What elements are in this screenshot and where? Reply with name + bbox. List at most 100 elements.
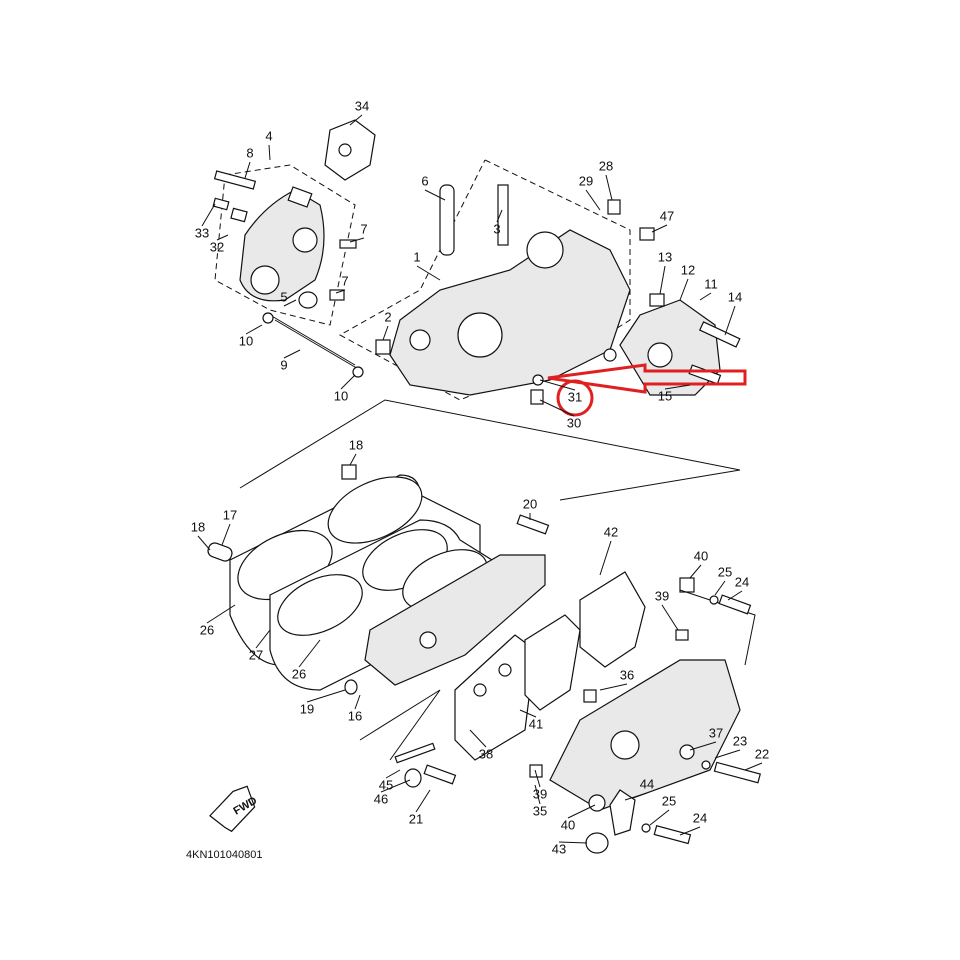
callout-leader-29 — [585, 189, 601, 211]
callout-leader-24 — [679, 826, 701, 836]
callout-leader-18 — [197, 535, 211, 551]
callout-leader-6 — [424, 189, 446, 201]
callout-leader-4 — [268, 144, 271, 161]
callout-26: 26 — [292, 666, 306, 681]
callout-6: 6 — [421, 173, 428, 188]
highlight-arrow — [547, 363, 747, 417]
callout-leader-31 — [539, 379, 576, 391]
callout-leader-15 — [664, 384, 691, 390]
callout-leader-3 — [496, 209, 503, 223]
callout-22: 22 — [755, 746, 769, 761]
callout-37: 37 — [709, 725, 723, 740]
callout-33: 33 — [195, 225, 209, 240]
callout-leaders — [197, 114, 763, 844]
callout-11: 11 — [704, 276, 718, 291]
callout-leader-13 — [659, 265, 666, 295]
right-crankcase-group — [338, 159, 655, 405]
callout-leader-32 — [216, 234, 229, 241]
callout-40: 40 — [694, 548, 708, 563]
callout-leader-34 — [349, 114, 363, 126]
callout-leader-26 — [206, 604, 236, 624]
callout-leader-38 — [469, 729, 487, 748]
callout-9: 9 — [280, 357, 287, 372]
callout-10: 10 — [239, 333, 253, 348]
callout-leader-46 — [380, 779, 411, 793]
callout-10: 10 — [334, 388, 348, 403]
callout-31: 31 — [568, 389, 582, 404]
callout-36: 36 — [620, 667, 634, 682]
callout-15: 15 — [658, 388, 672, 403]
callout-38: 38 — [479, 746, 493, 761]
callout-12: 12 — [681, 262, 695, 277]
callout-1: 1 — [413, 249, 420, 264]
callout-leader-21 — [415, 789, 431, 813]
callout-44: 44 — [640, 776, 654, 791]
callout-leader-26 — [298, 639, 321, 668]
callout-leader-37 — [689, 741, 717, 751]
callout-40: 40 — [561, 817, 575, 832]
callout-26: 26 — [200, 622, 214, 637]
callout-leader-47 — [651, 224, 668, 233]
callout-leader-40 — [567, 804, 596, 819]
callout-leader-18 — [349, 453, 357, 466]
callout-leader-42 — [599, 540, 612, 576]
callout-leader-30 — [539, 399, 575, 417]
callout-leader-14 — [724, 305, 736, 336]
callout-leader-28 — [605, 174, 613, 201]
callout-32: 32 — [210, 239, 224, 254]
callout-2: 2 — [384, 309, 391, 324]
callout-7: 7 — [341, 273, 348, 288]
callout-13: 13 — [658, 249, 672, 264]
callout-41: 41 — [529, 716, 543, 731]
callout-46: 46 — [374, 791, 388, 806]
callout-leader-7 — [335, 289, 346, 294]
callout-leader-41 — [519, 709, 537, 718]
callout-39: 39 — [533, 786, 547, 801]
callout-leader-9 — [283, 349, 301, 359]
callout-leader-39 — [534, 769, 541, 788]
callout-leader-7 — [349, 237, 365, 243]
callout-23: 23 — [733, 733, 747, 748]
callout-43: 43 — [552, 841, 566, 856]
callout-35: 35 — [533, 803, 547, 818]
callout-leader-43 — [558, 841, 588, 844]
callout-leader-19 — [306, 689, 346, 703]
callout-27: 27 — [249, 647, 263, 662]
callout-24: 24 — [693, 810, 707, 825]
callout-4: 4 — [265, 128, 272, 143]
callout-leader-39 — [661, 604, 679, 631]
callout-leader-2 — [382, 325, 389, 341]
callout-45: 45 — [379, 777, 393, 792]
callout-42: 42 — [604, 524, 618, 539]
callout-25: 25 — [718, 564, 732, 579]
callout-19: 19 — [300, 701, 314, 716]
callout-leader-5 — [283, 299, 297, 307]
callout-leader-17 — [221, 523, 231, 546]
callout-17: 17 — [223, 507, 237, 522]
callout-34: 34 — [355, 98, 369, 113]
gasket-group — [207, 464, 550, 788]
callout-18: 18 — [349, 437, 363, 452]
callout-leader-27 — [255, 629, 271, 649]
callout-leader-33 — [201, 203, 216, 227]
callout-leader-25 — [649, 809, 670, 826]
callout-30: 30 — [567, 415, 581, 430]
callout-leader-45 — [385, 769, 401, 779]
callout-20: 20 — [523, 496, 537, 511]
callout-leader-24 — [727, 590, 743, 601]
callout-leader-10 — [340, 374, 356, 390]
callout-5: 5 — [280, 289, 287, 304]
outer-cover-group — [454, 571, 761, 854]
callout-24: 24 — [735, 574, 749, 589]
callout-leader-8 — [244, 161, 251, 179]
left-crankcase-group — [212, 119, 376, 378]
callout-leader-35 — [534, 784, 541, 805]
callout-18: 18 — [191, 519, 205, 534]
callout-21: 21 — [409, 811, 423, 826]
callout-8: 8 — [246, 145, 253, 160]
callout-16: 16 — [348, 708, 362, 723]
callout-leader-11 — [699, 292, 712, 301]
callout-leader-1 — [416, 265, 441, 281]
callout-labels: 1234567789101011121314151617181819202122… — [191, 98, 769, 856]
